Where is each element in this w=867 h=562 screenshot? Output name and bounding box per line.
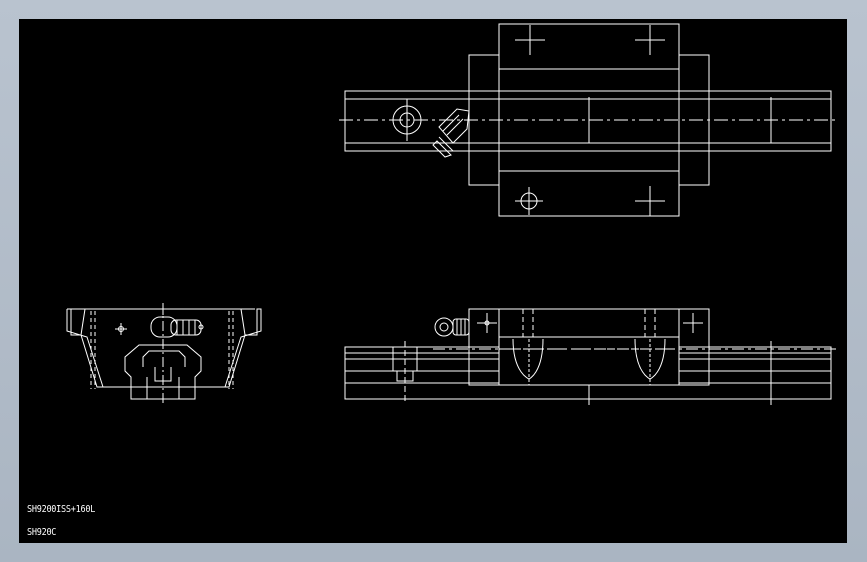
cad-drawing xyxy=(66,23,837,405)
side-view-grease-nipple xyxy=(434,317,470,337)
top-view-crosshair xyxy=(515,25,545,55)
side-view xyxy=(344,308,837,405)
end-view-block xyxy=(66,308,262,388)
top-view-crosshair xyxy=(635,25,665,55)
end-view-rail xyxy=(124,344,202,400)
cad-viewport[interactable]: SH9200ISS+160L SH920C xyxy=(19,19,847,543)
top-view-rail xyxy=(344,90,832,152)
end-view-grease-nipple xyxy=(150,316,204,338)
top-view-block-hole-center xyxy=(515,187,543,215)
side-view-crosshair xyxy=(683,313,703,333)
part-number-label: SH9200ISS+160L xyxy=(27,504,96,515)
top-view xyxy=(339,23,837,217)
top-view-crosshair xyxy=(635,186,665,216)
end-view-rail-inner xyxy=(142,350,186,367)
side-view-crosshair xyxy=(477,313,497,333)
model-label: SH920C xyxy=(27,527,57,538)
top-view-grease-nipple xyxy=(432,108,470,158)
end-view xyxy=(66,303,262,405)
side-view-block xyxy=(498,308,680,386)
